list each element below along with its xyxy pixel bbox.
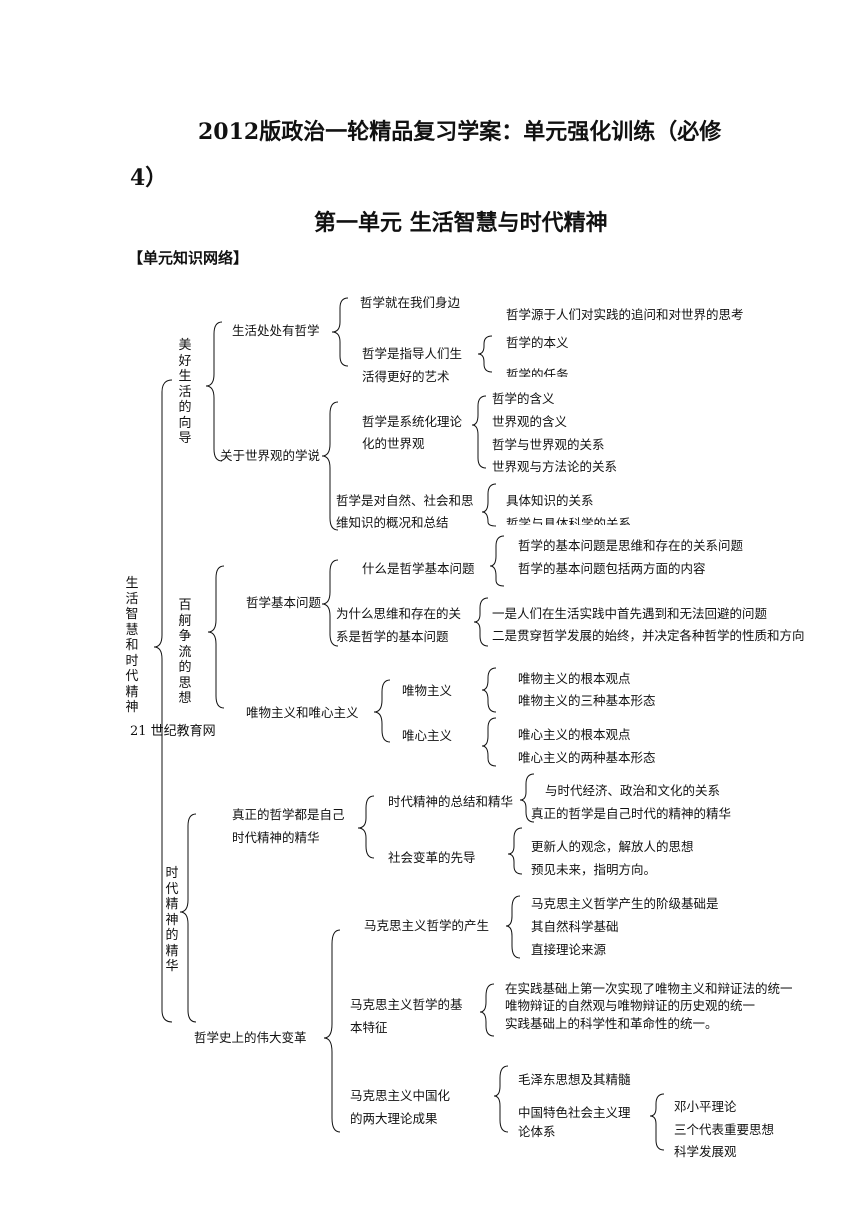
s3-n2-a-item2: 其自然科学基础: [531, 919, 619, 934]
s1-n1-b-item2: 哲学的任务: [506, 367, 569, 377]
s3-n2-c-sub3: 科学发展观: [674, 1144, 737, 1159]
s3-n1-bracket: [357, 795, 375, 859]
s2-n1-bracket: [321, 559, 339, 647]
s2-n2-a: 唯物主义: [402, 683, 453, 698]
s3-n2-b-bracket: [479, 983, 495, 1037]
s1-n2-a-line2: 化的世界观: [362, 436, 425, 451]
s1-n2-a-item3: 哲学与世界观的关系: [492, 437, 605, 452]
s3-n1-a-bracket: [519, 773, 535, 823]
s1-n1-a: 哲学就在我们身边: [360, 295, 461, 310]
s2-bracket: [207, 565, 225, 709]
s3-n1-b: 社会变革的先导: [388, 850, 476, 865]
s2-n1-b-bracket: [473, 597, 489, 647]
s3-n2-a-bracket: [505, 895, 521, 959]
s3-n2-b-item3: 实践基础上的科学性和革命性的统一。: [505, 1016, 718, 1031]
s2-n2-b-bracket: [481, 717, 497, 767]
s3-n1-b-item1: 更新人的观念，解放人的思想: [531, 839, 694, 854]
s3-n2-c-bracket: [493, 1065, 509, 1133]
s1-n1-b-line2: 活得更好的艺术: [362, 369, 450, 384]
s1-n1-bracket: [331, 297, 349, 367]
s1-n1-b-note: 哲学源于人们对实践的追问和对世界的思考: [506, 307, 744, 322]
s3-n2-label: 哲学史上的伟大变革: [194, 1030, 307, 1045]
s1-n2-a-bracket: [471, 395, 487, 469]
s2-n1-b-item1: 一是人们在生活实践中首先遇到和无法回避的问题: [492, 606, 768, 621]
s2-n2-label: 唯物主义和唯心主义: [246, 705, 359, 720]
s2-n1-label: 哲学基本问题: [246, 595, 322, 610]
network-label: 【单元知识网络】: [128, 249, 249, 267]
s3-n2-c-sub2: 三个代表重要思想: [674, 1122, 775, 1137]
s3-n2-b-line2: 本特征: [350, 1020, 388, 1035]
s1-bracket: [205, 321, 223, 462]
s3-n1-label-line2: 时代精神的精华: [232, 830, 320, 845]
s1-n2-b-item2: 哲学与具体科学的关系: [506, 516, 632, 525]
section2-label: 百舸争流的思想: [178, 598, 192, 706]
s1-n2-b-line2: 维知识的概况和总结: [336, 515, 449, 530]
s1-n2-bracket: [321, 401, 339, 531]
s2-n1-a-bracket: [489, 535, 505, 587]
s3-n1-b-bracket: [507, 827, 523, 875]
s2-n2-a-bracket: [481, 667, 497, 713]
s3-n2-bracket: [323, 929, 341, 1133]
s1-n1-b-item1: 哲学的本义: [506, 335, 569, 350]
s1-n2-b-line1: 哲学是对自然、社会和思: [336, 493, 474, 508]
s3-n1-a-item1: 与时代经济、政治和文化的关系: [545, 783, 721, 798]
section3-label: 时代精神的精华: [165, 866, 179, 974]
s2-n1-b-line2: 系是哲学的基本问题: [336, 629, 449, 644]
s3-n2-a-item3: 直接理论来源: [531, 942, 607, 957]
s3-n2-c-item2-line1: 中国特色社会主义理: [518, 1105, 631, 1120]
s1-n2-a-item4: 世界观与方法论的关系: [492, 459, 618, 474]
s3-n2-b-line1: 马克思主义哲学的基: [350, 997, 463, 1012]
s3-bracket: [179, 813, 197, 1023]
s1-n1-label: 生活处处有哲学: [232, 323, 320, 338]
s2-n1-b-item2: 二是贯穿哲学发展的始终，并决定各种哲学的性质和方向: [492, 628, 805, 643]
document-title-line1: 2012版政治一轮精品复习学案：单元强化训练（必修: [198, 119, 722, 145]
s1-n2-b-item1: 具体知识的关系: [506, 493, 594, 508]
s2-n2-a-item1: 唯物主义的根本观点: [518, 671, 631, 686]
s3-n2-c-item1: 毛泽东思想及其精髓: [518, 1072, 631, 1087]
s2-n1-a-item1: 哲学的基本问题是思维和存在的关系问题: [518, 538, 744, 553]
s1-n2-label: 关于世界观的学说: [220, 448, 321, 463]
s3-n1-a-item2: 真正的哲学是自己时代的精神的精华: [531, 806, 732, 821]
document-title-line2: 4）: [130, 165, 168, 191]
s3-n2-a: 马克思主义哲学的产生: [364, 918, 490, 933]
s2-n1-b-line1: 为什么思维和存在的关: [336, 606, 462, 621]
s2-n1-a-item2: 哲学的基本问题包括两方面的内容: [518, 561, 706, 576]
s3-n2-a-item1: 马克思主义哲学产生的阶级基础是: [531, 896, 719, 911]
s3-n2-c-line1: 马克思主义中国化: [350, 1088, 451, 1103]
s2-n2-a-item2: 唯物主义的三种基本形态: [518, 693, 656, 708]
s3-n2-b-item2: 唯物辩证的自然观与唯物辩证的历史观的统一: [505, 998, 756, 1013]
s3-n2-c-item2-line2: 论体系: [518, 1124, 556, 1139]
s1-n2-b-bracket: [481, 483, 497, 527]
s3-n1-label-line1: 真正的哲学都是自己: [232, 807, 345, 822]
s2-n2-bracket: [373, 679, 391, 743]
root-label: 生活智慧和时代精神: [125, 576, 139, 715]
s2-n1-a: 什么是哲学基本问题: [362, 561, 475, 576]
s1-n2-a-item2: 世界观的含义: [492, 414, 568, 429]
unit-title: 第一单元 生活智慧与时代精神: [314, 210, 608, 236]
section1-label: 美好生活的向导: [178, 338, 192, 446]
s2-n2-b: 唯心主义: [402, 728, 453, 743]
s1-n2-a-line1: 哲学是系统化理论: [362, 414, 463, 429]
s3-n2-b-item1: 在实践基础上第一次实现了唯物主义和辩证法的统一: [505, 981, 793, 996]
s1-n2-a-item1: 哲学的含义: [492, 391, 555, 406]
s1-n1-b-line1: 哲学是指导人们生: [362, 346, 463, 361]
s3-n2-c-sub-bracket: [649, 1093, 665, 1151]
s2-n2-b-item2: 唯心主义的两种基本形态: [518, 750, 656, 765]
s1-n1-b-bracket: [477, 335, 493, 373]
s3-n2-c-line2: 的两大理论成果: [350, 1111, 438, 1126]
root-bracket: [153, 379, 173, 1023]
s3-n1-a: 时代精神的总结和精华: [388, 794, 514, 809]
watermark: 21 世纪教育网: [130, 724, 216, 739]
s3-n1-b-item2: 预见未来，指明方向。: [531, 862, 657, 877]
s3-n2-c-sub1: 邓小平理论: [674, 1099, 737, 1114]
s2-n2-b-item1: 唯心主义的根本观点: [518, 727, 631, 742]
